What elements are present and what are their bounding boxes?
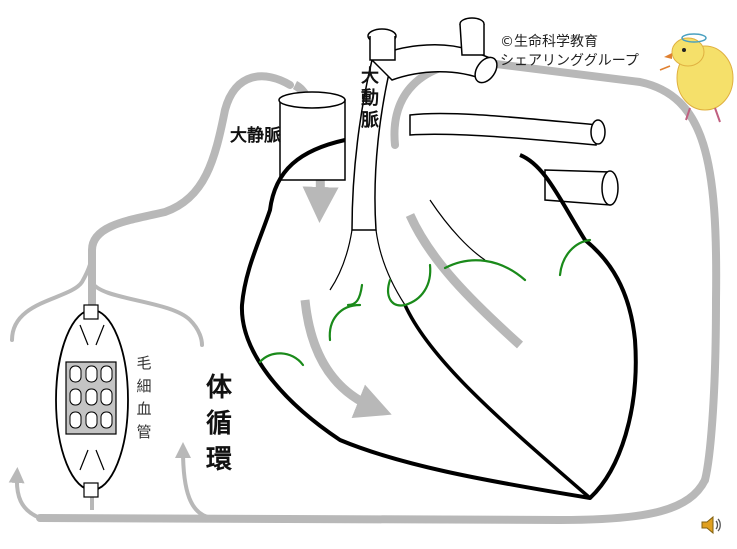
aorta-char-3: 脈 bbox=[361, 110, 379, 131]
capillary-char-2: 細 bbox=[136, 377, 152, 395]
capillary-bundle bbox=[55, 304, 129, 498]
vena-cava-label: 大静脈 bbox=[230, 126, 281, 146]
copyright-notice: ©生命科学教育 シェアリンググループ bbox=[500, 33, 639, 71]
capillary-label: 毛 細 血 管 bbox=[134, 352, 154, 444]
capillary-return-arrow-right bbox=[175, 442, 213, 520]
copyright-line-2: シェアリンググループ bbox=[500, 53, 639, 69]
heart-outline bbox=[239, 138, 638, 500]
speaker-icon[interactable] bbox=[699, 513, 723, 537]
capillary-branches bbox=[10, 248, 204, 347]
chick-mascot-icon bbox=[659, 33, 734, 123]
capillary-return-arrow-left bbox=[8, 467, 41, 520]
heart-interior-lines bbox=[329, 199, 486, 306]
aorta-label: 大 動 脈 bbox=[356, 66, 384, 132]
capillary-char-1: 毛 bbox=[136, 354, 152, 372]
aorta-char-2: 動 bbox=[361, 88, 379, 109]
systemic-char-1: 体 bbox=[205, 373, 232, 403]
left-ventricle-outflow-arrow bbox=[405, 213, 524, 349]
aorta-vessel bbox=[351, 17, 619, 231]
systemic-char-2: 循 bbox=[205, 409, 232, 439]
capillary-char-3: 血 bbox=[136, 400, 152, 418]
capillary-char-4: 管 bbox=[136, 423, 152, 441]
copyright-line-1: ©生命科学教育 bbox=[500, 34, 598, 50]
flow-paths bbox=[10, 57, 721, 525]
aorta-char-1: 大 bbox=[361, 66, 379, 87]
systemic-circulation-label: 体 循 環 bbox=[202, 370, 236, 478]
heart-valves bbox=[258, 238, 592, 367]
vena-cava-loop bbox=[88, 72, 294, 309]
aorta-outer-loop bbox=[390, 57, 721, 484]
right-atrium-to-ventricle-arrow bbox=[300, 299, 392, 419]
systemic-char-3: 環 bbox=[205, 445, 232, 475]
bottom-return-path bbox=[36, 476, 709, 525]
